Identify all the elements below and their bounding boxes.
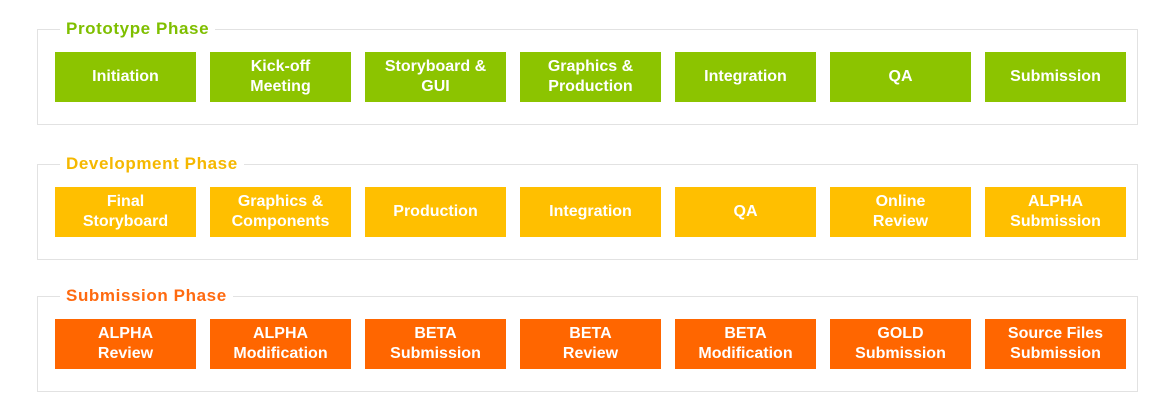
phase-title-submission: Submission Phase: [60, 285, 233, 307]
step-integration: Integration: [520, 187, 661, 237]
step-submission: Submission: [985, 52, 1126, 102]
step-integration: Integration: [675, 52, 816, 102]
step-alpha-submission: ALPHA Submission: [985, 187, 1126, 237]
step-graphics-components: Graphics & Components: [210, 187, 351, 237]
step-beta-modification: BETA Modification: [675, 319, 816, 369]
step-online-review: Online Review: [830, 187, 971, 237]
step-gold-submission: GOLD Submission: [830, 319, 971, 369]
step-kickoff-meeting: Kick-off Meeting: [210, 52, 351, 102]
step-final-storyboard: Final Storyboard: [55, 187, 196, 237]
steps-submission: ALPHA Review ALPHA Modification BETA Sub…: [55, 319, 1126, 369]
step-initiation: Initiation: [55, 52, 196, 102]
step-production: Production: [365, 187, 506, 237]
phase-title-prototype: Prototype Phase: [60, 18, 216, 40]
steps-prototype: Initiation Kick-off Meeting Storyboard &…: [55, 52, 1126, 102]
phase-submission: Submission Phase ALPHA Review ALPHA Modi…: [37, 285, 1138, 392]
phase-development: Development Phase Final Storyboard Graph…: [37, 153, 1138, 260]
step-qa: QA: [675, 187, 816, 237]
step-source-files-submission: Source Files Submission: [985, 319, 1126, 369]
phase-title-development: Development Phase: [60, 153, 244, 175]
step-beta-review: BETA Review: [520, 319, 661, 369]
step-storyboard-gui: Storyboard & GUI: [365, 52, 506, 102]
step-alpha-modification: ALPHA Modification: [210, 319, 351, 369]
phase-prototype: Prototype Phase Initiation Kick-off Meet…: [37, 18, 1138, 125]
step-alpha-review: ALPHA Review: [55, 319, 196, 369]
step-beta-submission: BETA Submission: [365, 319, 506, 369]
step-graphics-production: Graphics & Production: [520, 52, 661, 102]
step-qa: QA: [830, 52, 971, 102]
steps-development: Final Storyboard Graphics & Components P…: [55, 187, 1126, 237]
